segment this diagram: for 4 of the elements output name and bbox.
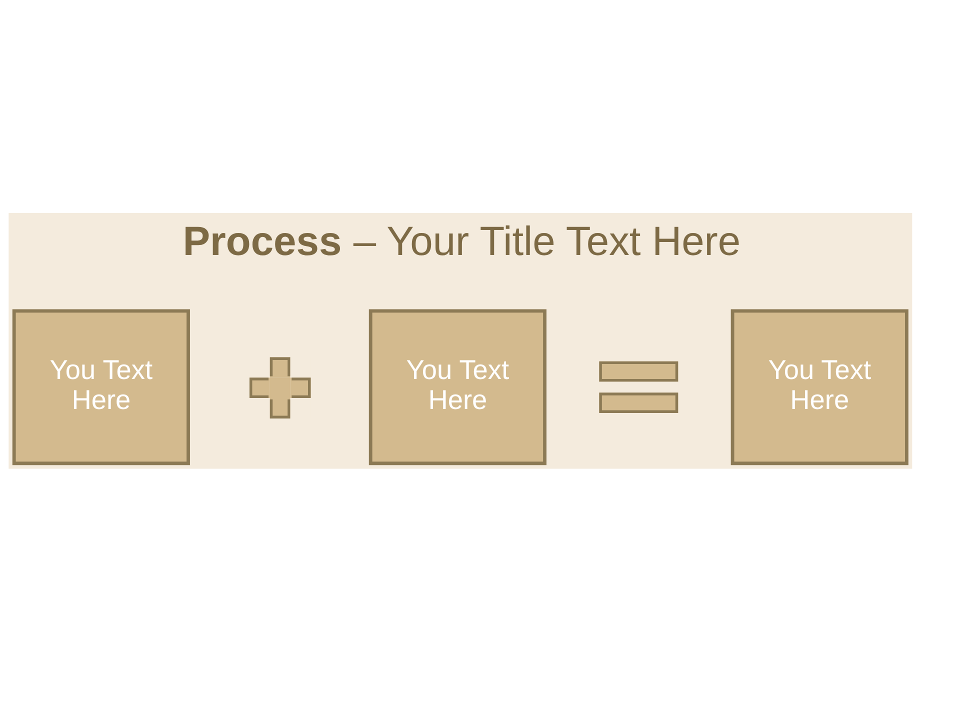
diagram-title: Process – Your Title Text Here [182,218,741,264]
node-box: You Text Here [12,308,190,465]
node-box: You Text Here [730,308,908,465]
node-box: You Text Here [368,308,546,465]
